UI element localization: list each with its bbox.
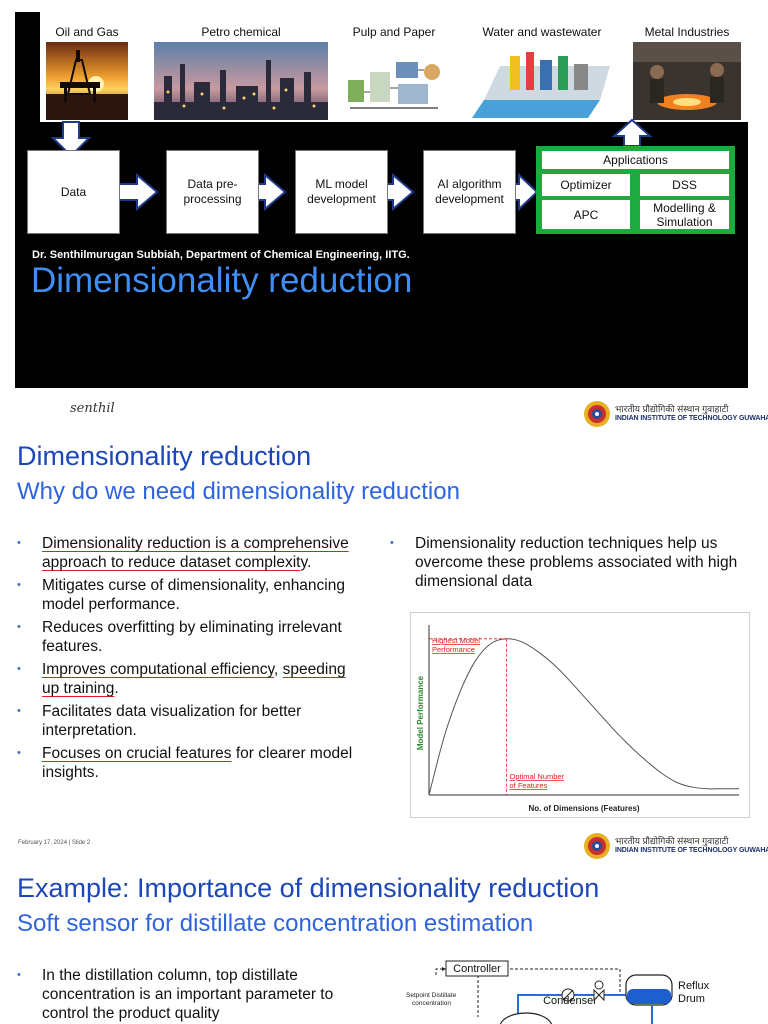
signature: senthil xyxy=(70,401,115,416)
applications-panel: Applications Optimizer DSS APC Modelling… xyxy=(536,146,735,234)
slide-footer: February 17, 2024 | Slide 2 xyxy=(18,840,91,846)
performance-curve xyxy=(428,638,739,796)
industry-petro-chemical: Petro chemical xyxy=(154,12,328,122)
refinery-photo-icon xyxy=(154,42,328,120)
industry-label: Water and wastewater xyxy=(482,25,602,39)
industry-water-wastewater: Water and wastewater xyxy=(470,12,614,122)
iitg-emblem-icon xyxy=(584,833,610,859)
x-axis-label: No. of Dimensions (Features) xyxy=(528,804,639,813)
list-item: Dimensionality reduction is a comprehens… xyxy=(17,534,362,572)
slide-3-bullet-list: In the distillation column, top distilla… xyxy=(17,966,362,1024)
logo-hindi-text: भारतीय प्रौद्योगिकी संस्थान गुवाहाटी xyxy=(615,404,729,414)
underlined-text: speeding up training xyxy=(42,661,346,697)
logo-english-text: INDIAN INSTITUTE OF TECHNOLOGY GUWAHATI xyxy=(615,847,768,854)
bullet-text: , xyxy=(274,661,283,678)
list-item: Mitigates curse of dimensionality, enhan… xyxy=(17,576,362,614)
industry-label: Oil and Gas xyxy=(55,25,119,39)
applications-title: Applications xyxy=(542,151,729,169)
flow-step-ml-model: ML model development xyxy=(295,150,388,234)
water-plant-diagram-icon xyxy=(470,42,614,120)
slide-2-title: Dimensionality reduction xyxy=(17,441,312,471)
slide-2-subtitle: Why do we need dimensionality reduction xyxy=(17,478,460,505)
controller-label: Controller xyxy=(453,963,501,975)
industry-metal: Metal Industries xyxy=(633,12,741,122)
slide-1: Oil and Gas Petro chemical xyxy=(15,12,748,388)
bullet-text: for clearer model insights. xyxy=(42,745,353,781)
application-modelling-simulation: Modelling & Simulation xyxy=(640,200,729,229)
y-axis-label: Model Performance xyxy=(416,675,425,750)
setpoint-label: Setpoint Distillate concentration xyxy=(406,992,458,1007)
list-item: Reduces overfitting by eliminating irrel… xyxy=(17,618,362,656)
right-bullet-list: Dimensionality reduction techniques help… xyxy=(390,534,755,595)
list-item: Focuses on crucial features for clearer … xyxy=(17,744,362,782)
left-bullet-list: Dimensionality reduction is a comprehens… xyxy=(17,534,362,786)
iitg-logo: भारतीय प्रौद्योगिकी संस्थान गुवाहाटी IND… xyxy=(583,399,768,429)
condenser-label: Condenser xyxy=(543,995,597,1007)
industry-pulp-paper: Pulp and Paper xyxy=(340,12,448,122)
oil-rig-photo-icon xyxy=(46,42,128,120)
foundry-photo-icon xyxy=(633,42,741,120)
bullet-text: . xyxy=(114,680,119,697)
bullet-text: Reduces overfitting by eliminating irrel… xyxy=(42,619,342,655)
underlined-text: Improves computational efficiency xyxy=(42,661,275,678)
flow-step-preprocessing: Data pre- processing xyxy=(166,150,259,234)
distillation-diagram: Controller Setpoint Distillate concentra… xyxy=(398,955,768,1024)
list-item: Improves computational efficiency, speed… xyxy=(17,660,362,698)
slide-3-title: Example: Importance of dimensionality re… xyxy=(17,873,600,903)
application-dss: DSS xyxy=(640,174,729,196)
controller-box xyxy=(445,960,509,977)
list-item: Dimensionality reduction techniques help… xyxy=(390,534,755,591)
industry-label: Petro chemical xyxy=(201,25,281,39)
column-top-icon xyxy=(499,1012,553,1024)
industry-banner: Oil and Gas Petro chemical xyxy=(40,12,748,122)
paper-mill-diagram-icon xyxy=(340,42,448,120)
underlined-text: Focuses on crucial features xyxy=(42,745,232,762)
industry-label: Pulp and Paper xyxy=(352,25,436,39)
iitg-emblem-icon xyxy=(584,401,610,427)
valve-icon xyxy=(593,980,605,1002)
list-item: Facilitates data visualization for bette… xyxy=(17,702,362,740)
application-optimizer: Optimizer xyxy=(542,174,630,196)
bullet-text: Facilitates data visualization for bette… xyxy=(42,703,302,739)
flow-step-ai-algorithm: AI algorithm development xyxy=(423,150,516,234)
industry-label: Metal Industries xyxy=(644,25,730,39)
reflux-drum-label: Reflux Drum xyxy=(678,980,712,1005)
author-line: Dr. Senthilmurugan Subbiah, Department o… xyxy=(32,249,410,261)
logo-english-text: INDIAN INSTITUTE OF TECHNOLOGY GUWAHATI xyxy=(615,415,768,422)
bullet-text: Mitigates curse of dimensionality, enhan… xyxy=(42,577,345,613)
application-apc: APC xyxy=(542,200,630,229)
flow-step-data: Data xyxy=(27,150,120,234)
underlined-text: Dimensionality reduction is a comprehens… xyxy=(42,535,349,571)
list-item: In the distillation column, top distilla… xyxy=(17,966,362,1023)
iitg-logo: भारतीय प्रौद्योगिकी संस्थान गुवाहाटी IND… xyxy=(583,831,768,861)
bullet-text: y. xyxy=(300,554,312,571)
slide-3-subtitle: Soft sensor for distillate concentration… xyxy=(17,910,534,937)
industry-oil-gas: Oil and Gas xyxy=(46,12,128,122)
logo-hindi-text: भारतीय प्रौद्योगिकी संस्थान गुवाहाटी xyxy=(615,836,729,846)
slide-1-title: Dimensionality reduction xyxy=(31,261,413,300)
